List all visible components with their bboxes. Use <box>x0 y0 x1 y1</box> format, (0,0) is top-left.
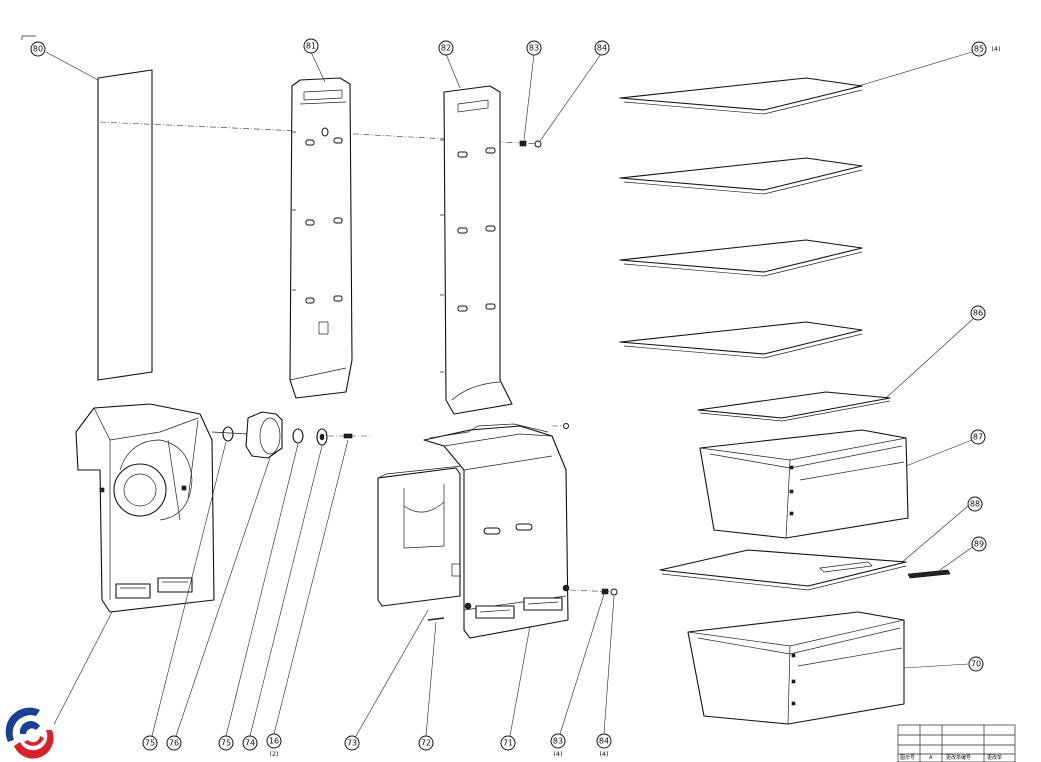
callout-84-b: 84 (4) <box>596 733 612 758</box>
callout-16: 16 (2) <box>266 733 282 758</box>
qty-16: (2) <box>269 750 278 758</box>
callout-87: 87 <box>970 429 986 445</box>
svg-text:72: 72 <box>421 739 431 748</box>
svg-text:84: 84 <box>597 44 607 53</box>
part-74-bushing <box>249 428 328 737</box>
callout-83: 83 <box>526 40 542 56</box>
part-86-crisper-cover <box>697 317 975 422</box>
callout-73: 73 <box>344 735 360 751</box>
part-89-clip <box>907 545 975 579</box>
part-84-washer-bottom <box>603 588 618 735</box>
svg-text:86: 86 <box>973 309 983 318</box>
fan-housing-assembly <box>47 403 215 737</box>
callout-86: 86 <box>970 305 986 321</box>
part-82-front-panel <box>440 53 513 415</box>
part-75-washer-right <box>225 428 304 737</box>
part-71-front-cover <box>423 423 570 737</box>
callout-80: 80 <box>30 41 46 57</box>
qty-84-b: (4) <box>599 750 608 758</box>
part-72-rod <box>425 617 445 737</box>
callout-74: 74 <box>242 735 258 751</box>
svg-text:85: 85 <box>974 45 984 54</box>
title-block: 图示号 A 更改单编号 更改单 <box>897 724 1016 762</box>
svg-text:75: 75 <box>145 739 155 748</box>
svg-text:83: 83 <box>529 44 539 53</box>
callout-81: 81 <box>303 38 319 54</box>
svg-text:82: 82 <box>441 44 451 53</box>
callout-89: 89 <box>971 536 987 552</box>
svg-text:73: 73 <box>347 739 357 748</box>
brand-logo <box>5 707 55 759</box>
callout-84: 84 <box>594 40 610 56</box>
part-83-screw <box>519 53 535 147</box>
part-16-screws <box>273 433 370 735</box>
part-80-panel <box>45 51 153 381</box>
callout-71: 71 <box>500 735 516 751</box>
svg-text:76: 76 <box>169 739 179 748</box>
svg-text:84: 84 <box>599 737 609 746</box>
svg-text:74: 74 <box>245 739 255 748</box>
part-87-upper-drawer <box>699 429 973 539</box>
svg-text:89: 89 <box>974 540 984 549</box>
callout-83-b: 83 (4) <box>550 733 566 758</box>
qty-83-b: (4) <box>553 750 562 758</box>
corner-mark <box>21 35 36 40</box>
part-76-fan-blade <box>175 411 283 737</box>
part-83-screw-bottom <box>559 588 617 735</box>
callout-88: 88 <box>967 496 983 512</box>
svg-text:80: 80 <box>33 45 43 54</box>
title-block-cell-d: 更改单 <box>987 754 1002 761</box>
svg-text:83: 83 <box>553 737 563 746</box>
callout-75-b: 75 <box>218 735 234 751</box>
callout-75-a: 75 <box>142 735 158 751</box>
part-73-insulation <box>355 465 463 737</box>
qty-85: (4) <box>991 45 1000 53</box>
part-85-shelves <box>619 51 973 359</box>
alignment-line <box>99 121 541 145</box>
callout-76: 76 <box>166 735 182 751</box>
part-70-lower-drawer <box>687 611 969 725</box>
part-75-washer-left <box>151 426 249 737</box>
svg-text:75: 75 <box>221 739 231 748</box>
title-block-cell-c: 更改单编号 <box>946 754 971 761</box>
svg-text:87: 87 <box>973 433 983 442</box>
title-block-cell-b: A <box>929 755 933 761</box>
svg-text:16: 16 <box>269 737 279 746</box>
callout-85: 85 (4) <box>971 41 1001 57</box>
svg-text:81: 81 <box>306 42 316 51</box>
svg-text:70: 70 <box>971 660 981 669</box>
svg-text:71: 71 <box>503 739 513 748</box>
part-81-rear-panel <box>289 51 353 399</box>
part-88-drawer-shelf <box>659 505 969 591</box>
callout-82: 82 <box>438 40 454 56</box>
callout-70: 70 <box>968 656 984 672</box>
callout-72: 72 <box>418 735 434 751</box>
part-84-washer <box>534 53 602 148</box>
svg-text:88: 88 <box>970 500 980 509</box>
title-block-cell-a: 图示号 <box>900 755 915 761</box>
